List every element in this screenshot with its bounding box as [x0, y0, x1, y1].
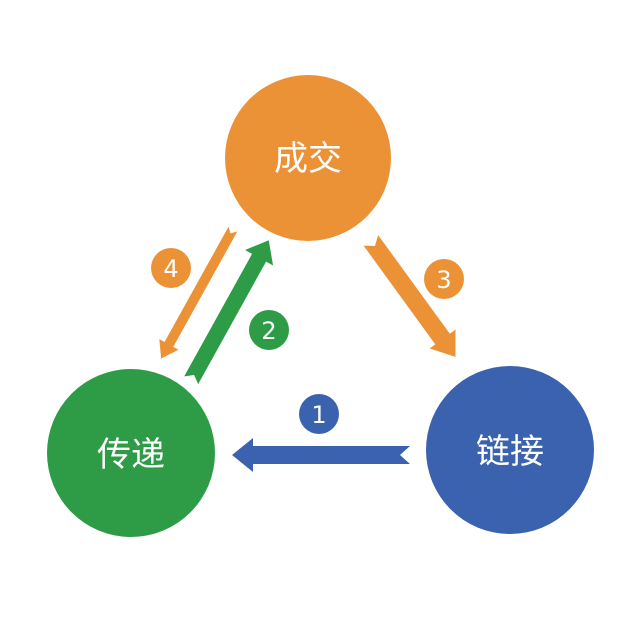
- arrow-step-3: [363, 235, 456, 357]
- node-deliver: 传递: [47, 369, 215, 537]
- node-link-label: 链接: [476, 432, 544, 472]
- arrow-step-2: [184, 240, 274, 385]
- node-deal: 成交: [225, 75, 391, 241]
- step-badge-1: 1: [299, 394, 339, 434]
- step-badge-3: 3: [424, 259, 464, 299]
- arrow-step-1: [232, 438, 410, 472]
- step-badge-1-label: 1: [311, 401, 326, 429]
- step-badge-4: 4: [151, 248, 191, 288]
- node-link: 链接: [426, 366, 594, 534]
- node-deal-label: 成交: [274, 139, 342, 179]
- step-badge-4-label: 4: [163, 255, 178, 283]
- step-badge-3-label: 3: [436, 266, 451, 294]
- node-deliver-label: 传递: [97, 435, 165, 475]
- step-badge-2: 2: [249, 310, 289, 350]
- step-badge-2-label: 2: [261, 317, 276, 345]
- arrow-step-4: [159, 226, 238, 359]
